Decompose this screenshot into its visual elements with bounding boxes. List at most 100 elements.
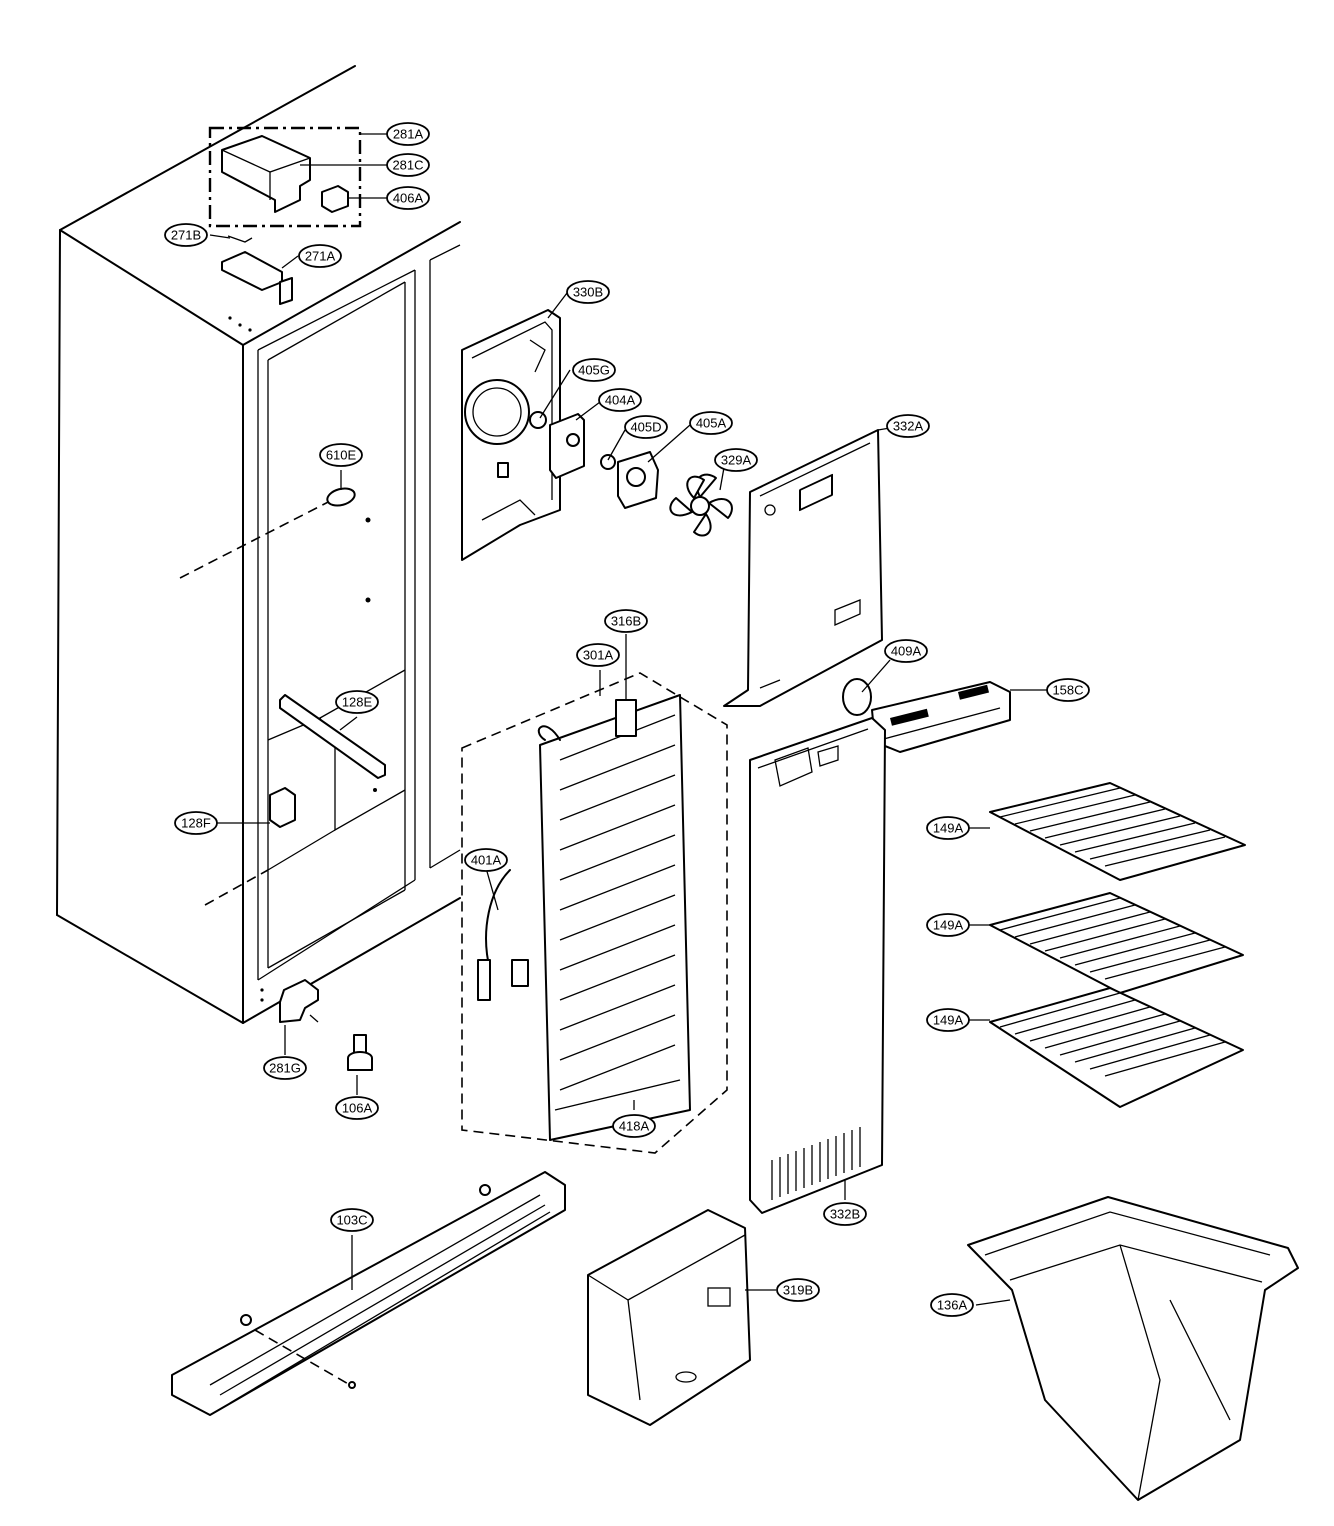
callout-281a: 281A	[386, 122, 430, 146]
callout-149a-2: 149A	[926, 913, 970, 937]
evaporator-cover-lower	[749, 717, 886, 1214]
callout-330b: 330B	[566, 280, 610, 304]
callout-bubble	[930, 1293, 974, 1317]
callout-bubble	[576, 643, 620, 667]
callout-bubble	[164, 223, 208, 247]
callout-404a: 404A	[598, 388, 642, 412]
callout-103c: 103C	[330, 1208, 374, 1232]
callout-bubble	[926, 816, 970, 840]
callout-bubble	[386, 122, 430, 146]
callout-label: 406A	[393, 191, 424, 206]
callout-bubble	[298, 244, 342, 268]
callout-bubble	[335, 690, 379, 714]
shelf-supports	[269, 694, 386, 828]
callout-bubble	[263, 1056, 307, 1080]
brackets-271	[221, 235, 293, 305]
callout-bubble	[464, 848, 508, 872]
evaporator-cover-upper	[723, 429, 883, 707]
callout-610e: 610E	[319, 443, 363, 467]
callout-label: 281G	[269, 1061, 301, 1076]
callout-bubble	[612, 1114, 656, 1138]
callout-bubble	[604, 609, 648, 633]
callout-label: 319B	[783, 1283, 813, 1298]
callout-label: 128E	[342, 695, 373, 710]
callout-label: 330B	[573, 285, 603, 300]
callout-405d: 405D	[624, 415, 668, 439]
callout-bubble	[926, 1008, 970, 1032]
callout-label: 103C	[336, 1213, 367, 1228]
leveling-foot	[347, 1034, 373, 1071]
callout-label: 158C	[1052, 683, 1083, 698]
callout-bubble	[823, 1202, 867, 1226]
callout-bubble	[714, 448, 758, 472]
callout-label: 405D	[630, 420, 661, 435]
callout-271a: 271A	[298, 244, 342, 268]
callout-332a: 332A	[886, 414, 930, 438]
callout-label: 301A	[583, 648, 614, 663]
callout-label: 401A	[471, 853, 502, 868]
callout-bubble	[776, 1278, 820, 1302]
callout-bubble	[386, 153, 430, 177]
callout-bubble	[624, 415, 668, 439]
callout-bubble	[330, 1208, 374, 1232]
callout-label: 128F	[181, 816, 211, 831]
callout-label: 404A	[605, 393, 636, 408]
callout-label: 405G	[578, 363, 610, 378]
refrigerator-cabinet	[56, 65, 461, 1024]
callout-label: 418A	[619, 1119, 650, 1134]
callout-128f: 128F	[174, 811, 218, 835]
callout-128e: 128E	[335, 690, 379, 714]
callout-281g: 281G	[263, 1056, 307, 1080]
callout-418a: 418A	[612, 1114, 656, 1138]
callout-label: 271B	[171, 228, 201, 243]
callout-136a: 136A	[930, 1293, 974, 1317]
fan-motor-parts	[529, 411, 659, 509]
callout-label: 405A	[696, 416, 727, 431]
callout-316b: 316B	[604, 609, 648, 633]
callout-329a: 329A	[714, 448, 758, 472]
callout-405a: 405A	[689, 411, 733, 435]
callout-bubble	[1046, 678, 1090, 702]
base-grille	[171, 1171, 566, 1416]
callout-label: 149A	[933, 1013, 964, 1028]
hinge-281G-part	[279, 979, 319, 1023]
callout-label: 106A	[342, 1101, 373, 1116]
callout-bubble	[335, 1096, 379, 1120]
callout-label: 281A	[393, 127, 424, 142]
callout-281c: 281C	[386, 153, 430, 177]
callout-319b: 319B	[776, 1278, 820, 1302]
callout-label: 136A	[937, 1298, 968, 1313]
crisper-bin	[967, 1196, 1299, 1501]
callout-label: 316B	[611, 614, 641, 629]
callout-label: 332A	[893, 419, 924, 434]
callout-bubble	[319, 443, 363, 467]
callout-label: 329A	[721, 453, 752, 468]
callout-409a: 409A	[884, 639, 928, 663]
callout-bubble	[566, 280, 610, 304]
callout-149a-3: 149A	[926, 1008, 970, 1032]
leader-lines	[209, 133, 1048, 1306]
callout-406a: 406A	[386, 186, 430, 210]
callout-106a: 106A	[335, 1096, 379, 1120]
evaporator-assembly	[461, 672, 728, 1154]
callout-271b: 271B	[164, 223, 208, 247]
callout-bubble	[884, 639, 928, 663]
callout-bubble	[598, 388, 642, 412]
callout-label: 332B	[830, 1207, 860, 1222]
callout-label: 610E	[326, 448, 357, 463]
callout-158c: 158C	[1046, 678, 1090, 702]
callout-149a-1: 149A	[926, 816, 970, 840]
drain-pan	[587, 1209, 751, 1426]
callout-label: 281C	[392, 158, 423, 173]
callout-bubble	[174, 811, 218, 835]
callout-label: 149A	[933, 918, 964, 933]
callout-labels: 281A 281C 406A 271B 271A 330B 405G 404A 405D 405A…	[164, 122, 1090, 1317]
callout-bubble	[572, 358, 616, 382]
wire-shelves	[989, 782, 1246, 1108]
fan-blade	[669, 473, 733, 537]
callout-301a: 301A	[576, 643, 620, 667]
callout-401a: 401A	[464, 848, 508, 872]
callout-bubble	[386, 186, 430, 210]
control-box-assembly	[208, 126, 362, 228]
